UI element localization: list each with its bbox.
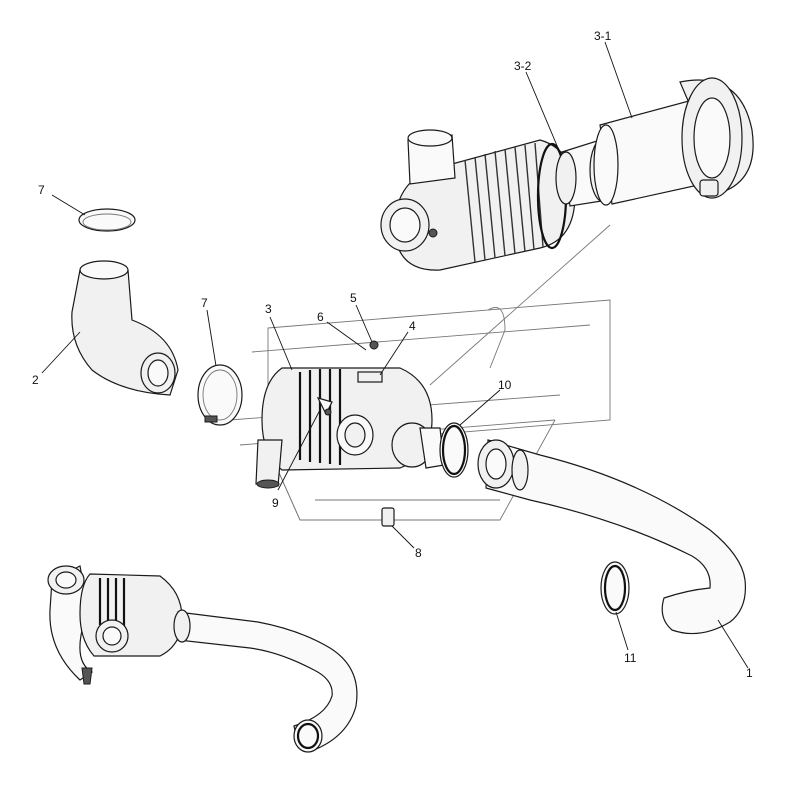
callout-labels: 3-1 3-2 7 2 7 3 6 5 4 10 9 8 11 1	[32, 29, 753, 680]
callout-11: 11	[624, 651, 637, 665]
callout-3-1: 3-1	[594, 29, 612, 43]
assembled-view	[47, 565, 358, 753]
clamp-7-middle	[197, 364, 243, 426]
callout-8: 8	[415, 546, 422, 560]
air-filter-housing-exploded	[380, 77, 754, 271]
callout-3-2: 3-2	[514, 59, 532, 73]
callout-7-middle: 7	[201, 296, 208, 310]
elbow-hose-2	[71, 260, 179, 396]
callout-6: 6	[317, 310, 324, 324]
clamp-10	[439, 422, 469, 478]
callout-1: 1	[746, 666, 753, 680]
callout-10: 10	[498, 378, 512, 392]
body-ribs	[298, 369, 342, 465]
clamp-7-top	[78, 208, 136, 232]
cover-3-1	[593, 77, 754, 206]
callout-9: 9	[272, 496, 279, 510]
callout-3: 3	[265, 302, 272, 316]
air-filter-body-3	[255, 340, 433, 489]
callout-4: 4	[409, 319, 416, 333]
callout-5: 5	[350, 291, 357, 305]
assembled-ribs	[98, 578, 126, 627]
callout-2: 2	[32, 373, 39, 387]
callout-7-top: 7	[38, 183, 45, 197]
leader-lines	[41, 41, 749, 669]
long-hose-1	[477, 439, 747, 635]
clamp-11	[600, 561, 630, 615]
housing-ribs	[464, 142, 544, 263]
